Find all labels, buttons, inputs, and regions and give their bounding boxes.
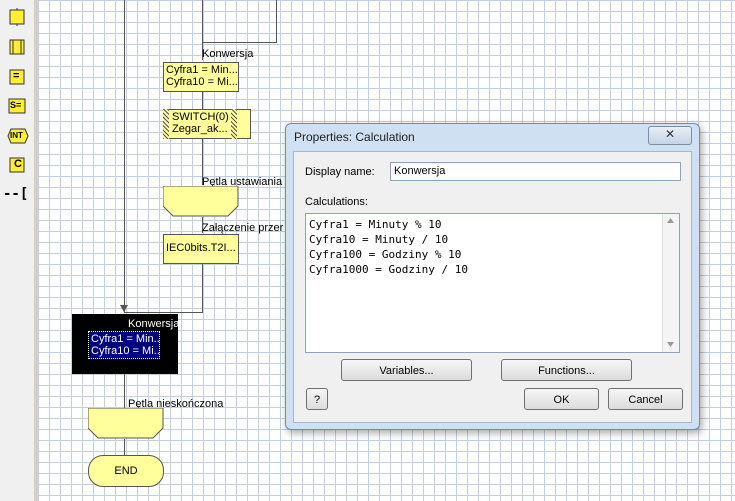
iec-text: IEC0bits.T2I...	[166, 242, 236, 254]
scroll-up-icon[interactable]	[667, 218, 675, 224]
calculations-text: Cyfra1 = Minuty % 10 Cyfra10 = Minuty / …	[309, 217, 468, 277]
assignment-label: =	[13, 70, 20, 82]
block-label-petla-nieskonczona: Pętla nieskończona	[128, 398, 224, 410]
functions-button-label: Functions...	[538, 365, 595, 377]
block-label-zalaczenie: Załączenie przer	[202, 222, 284, 234]
calc-line: Cyfra1 = Min...	[166, 64, 238, 76]
int-label: INT	[10, 131, 23, 140]
comment-bracket-icon[interactable]: --[	[3, 186, 31, 204]
block-label-konwersja-selected: Konwersja	[128, 318, 180, 330]
c-code-block-icon[interactable]: C	[7, 156, 27, 174]
variables-button-label: Variables...	[379, 365, 434, 377]
ok-button[interactable]: OK	[524, 388, 599, 410]
close-button[interactable]: ✕	[648, 126, 692, 145]
connector	[202, 217, 203, 233]
selected-calculation-block[interactable]: Cyfra1 = Min... Cyfra10 = Mi...	[88, 331, 160, 359]
switch-line: SWITCH(0)	[172, 111, 229, 123]
main-connector	[202, 0, 203, 60]
connector	[202, 91, 203, 109]
calc-line: Cyfra10 = Mi...	[166, 76, 238, 88]
calculation-line: Cyfra100 = Godziny % 10	[309, 248, 462, 261]
calc-line: Cyfra1 = Min...	[91, 333, 160, 345]
dialog-title: Properties: Calculation	[294, 130, 415, 144]
symbol-palette: = S= INT C --[	[0, 0, 35, 501]
assignment-block-icon[interactable]: =	[7, 68, 27, 86]
ok-button-label: OK	[553, 394, 570, 406]
connector	[202, 139, 203, 185]
display-name-input[interactable]: Konwersja	[390, 162, 681, 181]
block-label-petla-ustawiania: Pętla ustawiania	[202, 176, 283, 188]
c-code-label: C	[14, 158, 22, 170]
properties-dialog: Properties: Calculation ✕ Display name: …	[285, 123, 700, 430]
cancel-button-label: Cancel	[628, 394, 663, 406]
scroll-down-icon[interactable]	[667, 342, 675, 348]
help-button[interactable]: ?	[306, 388, 328, 410]
calc-line: Cyfra10 = Mi...	[91, 345, 160, 357]
loop-connector-join	[202, 42, 277, 43]
switch-block[interactable]: SWITCH(0) Zegar_ak...	[163, 109, 251, 139]
variables-button[interactable]: Variables...	[341, 359, 472, 381]
connector	[124, 374, 125, 408]
loop-return-connector	[124, 312, 203, 313]
int-block-icon[interactable]: INT	[7, 127, 29, 145]
iec-assignment-block[interactable]: IEC0bits.T2I...	[163, 234, 239, 264]
switch-line: Zegar_ak...	[172, 123, 228, 135]
comment-bracket-label: --[	[3, 186, 29, 202]
block-label-konwersja: Konwersja	[202, 48, 254, 60]
calculation-block-icon[interactable]	[7, 8, 27, 26]
functions-button[interactable]: Functions...	[501, 359, 632, 381]
macro-block-icon[interactable]	[7, 38, 27, 56]
calculation-block[interactable]: Cyfra1 = Min... Cyfra10 = Mi...	[163, 62, 239, 92]
switch-assign-block-icon[interactable]: S=	[7, 97, 27, 115]
loop-end-block[interactable]	[88, 408, 164, 439]
end-terminator-block[interactable]: END	[88, 455, 164, 487]
calculations-scrollbar[interactable]	[662, 214, 679, 352]
calculation-line: Cyfra10 = Minuty / 10	[309, 233, 449, 246]
end-label: END	[114, 465, 138, 477]
calculation-line: Cyfra1 = Minuty % 10	[309, 218, 442, 231]
switch-stripe-left	[163, 109, 169, 139]
connector	[202, 263, 203, 312]
loop-connector-left	[124, 0, 125, 312]
calculations-label: Calculations:	[305, 196, 368, 208]
arrow-down-icon	[120, 305, 128, 312]
calculations-textarea[interactable]: Cyfra1 = Minuty % 10 Cyfra10 = Minuty / …	[305, 213, 680, 353]
close-icon: ✕	[664, 127, 676, 141]
display-name-label: Display name:	[305, 166, 375, 178]
switch-stripe-right	[231, 109, 237, 139]
switch-assign-label: S=	[10, 100, 22, 110]
cancel-button[interactable]: Cancel	[608, 388, 683, 410]
palette-splitter[interactable]	[34, 0, 38, 501]
display-name-value: Konwersja	[394, 165, 446, 177]
loop-connector-right	[276, 0, 277, 42]
calculation-line: Cyfra1000 = Godziny / 10	[309, 263, 468, 276]
help-button-label: ?	[313, 394, 321, 406]
connector	[124, 439, 125, 455]
loop-start-block[interactable]	[163, 186, 239, 217]
dialog-body: Display name: Konwersja Calculations: Cy…	[293, 151, 692, 423]
